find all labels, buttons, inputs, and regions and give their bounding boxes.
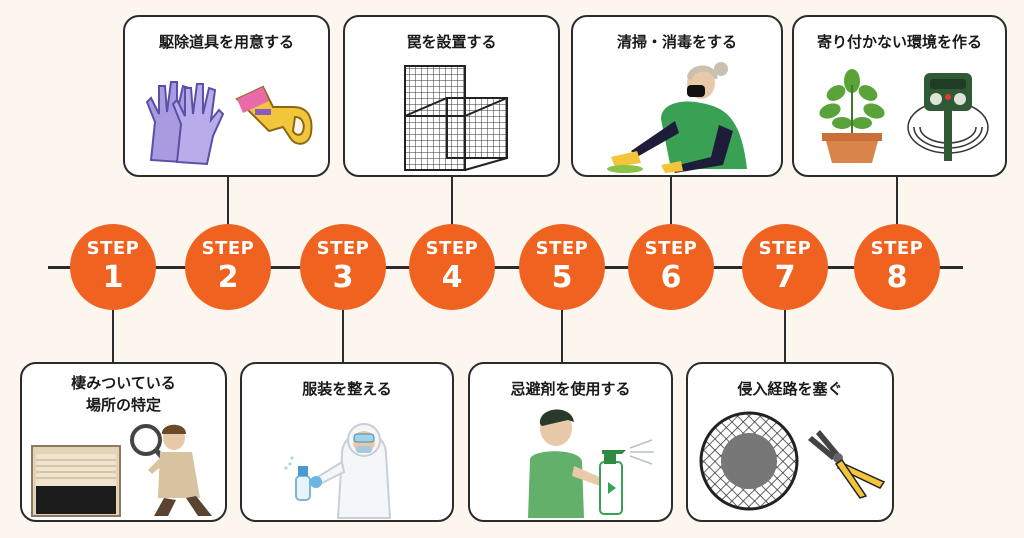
- pliers-icon: [808, 430, 886, 499]
- step-number: 5: [551, 260, 573, 295]
- step-1-title-line2: 場所の特定: [85, 396, 161, 414]
- step-3-circle: STEP 3: [300, 224, 386, 310]
- step-3-title: 服装を整える: [302, 380, 392, 398]
- step-1-card: 棲みついている 場所の特定: [20, 362, 227, 522]
- step-label: STEP: [86, 238, 140, 259]
- shutter-cabinet-icon: [31, 445, 121, 517]
- step-number: 1: [102, 260, 124, 295]
- step-number: 4: [441, 260, 463, 295]
- step-label: STEP: [758, 238, 812, 259]
- step-8-circle: STEP 8: [854, 224, 940, 310]
- connector-7: [784, 310, 786, 365]
- step-label: STEP: [870, 238, 924, 259]
- step-7-title: 侵入経路を塞ぐ: [737, 380, 843, 398]
- connector-8: [896, 175, 898, 230]
- step-label: STEP: [201, 238, 255, 259]
- wire-mesh-icon: [699, 411, 799, 511]
- timeline-line: [48, 266, 963, 269]
- connector-4: [451, 175, 453, 230]
- connector-5: [561, 310, 563, 365]
- step-7-circle: STEP 7: [742, 224, 828, 310]
- cage-trap-icon: [404, 65, 508, 171]
- potted-plant-icon: [819, 69, 885, 163]
- step-number: 2: [217, 260, 239, 295]
- connector-2: [227, 175, 229, 230]
- step-5-title: 忌避剤を使用する: [510, 380, 631, 398]
- step-label: STEP: [644, 238, 698, 259]
- step-2-circle: STEP 2: [185, 224, 271, 310]
- step-number: 7: [774, 260, 796, 295]
- step-2-card: 駆除道具を用意する: [123, 15, 330, 177]
- step-5-circle: STEP 5: [519, 224, 605, 310]
- step-4-circle: STEP 4: [409, 224, 495, 310]
- connector-3: [342, 310, 344, 365]
- step-5-card: 忌避剤を使用する: [468, 362, 673, 522]
- protective-suit-person-icon: [284, 423, 392, 519]
- step-6-title: 清掃・消毒をする: [616, 33, 737, 51]
- step-number: 8: [886, 260, 908, 295]
- step-4-card: 罠を設置する: [343, 15, 560, 177]
- cleaning-person-icon: [607, 62, 747, 173]
- step-8-title: 寄り付かない環境を作る: [816, 33, 982, 51]
- step-6-circle: STEP 6: [628, 224, 714, 310]
- detective-magnifier-icon: [130, 424, 212, 516]
- step-1-title-line1: 棲みついている: [71, 374, 176, 392]
- step-1-circle: STEP 1: [70, 224, 156, 310]
- rubber-gloves-icon: [145, 81, 225, 166]
- ultrasonic-repeller-icon: [907, 73, 989, 161]
- step-number: 6: [660, 260, 682, 295]
- step-8-card: 寄り付かない環境を作る: [792, 15, 1007, 177]
- connector-6: [670, 175, 672, 230]
- step-4-title: 罠を設置する: [406, 33, 497, 51]
- step-label: STEP: [425, 238, 479, 259]
- spraying-person-icon: [528, 409, 654, 518]
- step-2-title: 駆除道具を用意する: [158, 33, 294, 51]
- connector-1: [112, 310, 114, 365]
- step-label: STEP: [316, 238, 370, 259]
- handheld-vacuum-icon: [235, 85, 313, 145]
- step-number: 3: [332, 260, 354, 295]
- step-3-card: 服装を整える: [240, 362, 454, 522]
- step-label: STEP: [535, 238, 589, 259]
- step-6-card: 清掃・消毒をする: [571, 15, 783, 177]
- step-7-card: 侵入経路を塞ぐ: [686, 362, 894, 522]
